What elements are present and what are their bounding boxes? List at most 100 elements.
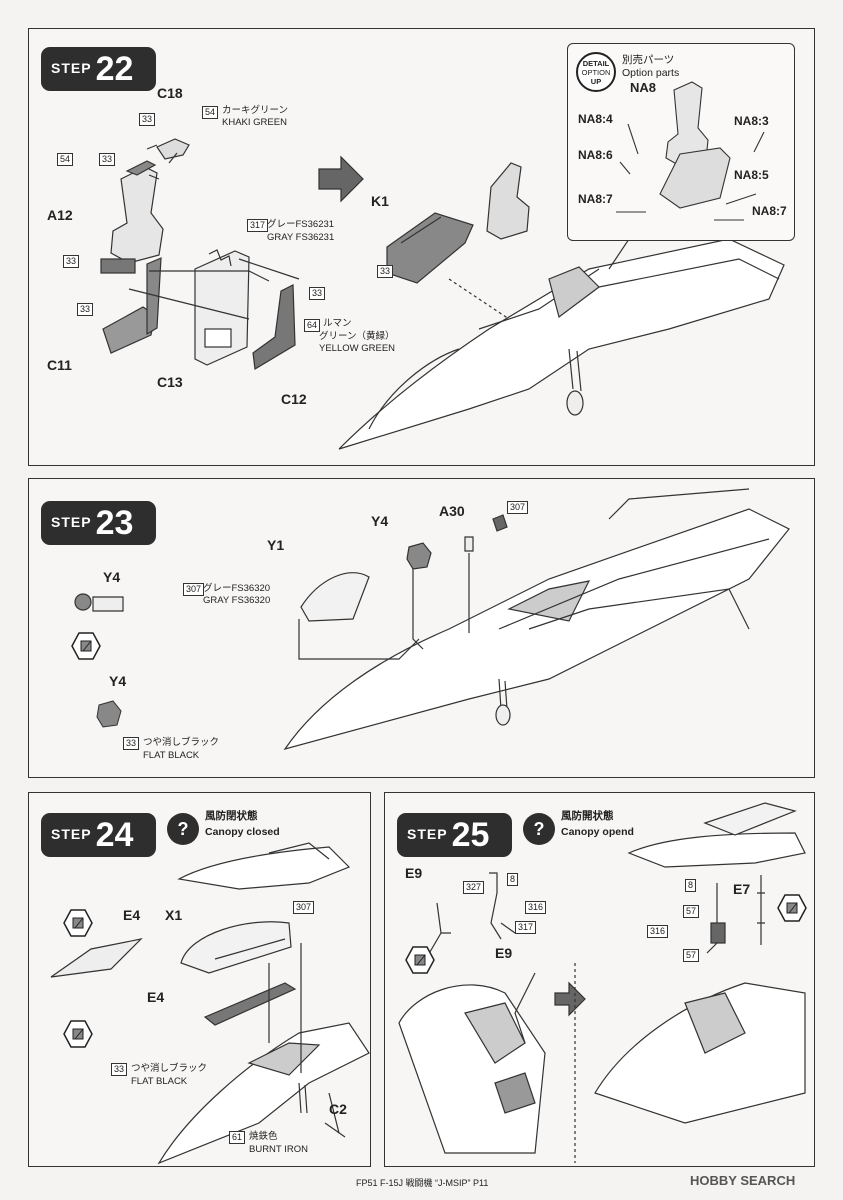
option-parts-inset: DETAIL OPTION UP 別売パーツ Option parts NA8 …	[567, 43, 795, 241]
part-number: 57	[683, 949, 700, 962]
part-number: 316	[647, 925, 669, 938]
detail-hex-icon	[71, 631, 101, 661]
step-23-badge: STEP 23	[41, 501, 156, 545]
part-label-x1: X1	[165, 907, 183, 923]
option-seat-illustration	[616, 81, 765, 221]
paint-khaki-en: KHAKI GREEN	[222, 117, 287, 128]
option-en: Option parts	[622, 67, 680, 79]
part-label-a30: A30	[439, 503, 465, 519]
part-label-y4: Y4	[371, 513, 389, 529]
page-footer: FP51 F-15J 戦闘機 “J-MSIP” P11	[356, 1178, 489, 1188]
paint-gray-en: GRAY FS36320	[203, 595, 271, 606]
part-number: 54	[57, 153, 74, 166]
detail-text: DETAIL	[582, 59, 610, 68]
y4-part-small	[96, 700, 122, 728]
paint-black-jp: つや消しブラック	[143, 737, 220, 748]
canopy-note-en: Canopy opend	[561, 826, 634, 838]
part-number: 327	[463, 881, 485, 894]
question-note-icon: ?	[523, 813, 555, 845]
paint-black-en: FLAT BLACK	[131, 1076, 188, 1087]
paint-gray-en: GRAY FS36231	[267, 232, 335, 243]
option-label: NA8:5	[734, 168, 769, 182]
part-label-e4: E4	[147, 989, 165, 1005]
paint-number-black: 33	[123, 737, 140, 750]
option-label: NA8:4	[578, 112, 613, 126]
part-number: 307	[293, 901, 315, 914]
part-number: 33	[77, 303, 94, 316]
step-22-badge: STEP 22	[41, 47, 156, 91]
paint-iron-en: BURNT IRON	[249, 1144, 308, 1155]
option-part-na8: NA8	[630, 80, 657, 95]
part-number: 316	[525, 901, 547, 914]
paint-number-gray: 307	[183, 583, 205, 596]
step-25-badge: STEP 25	[397, 813, 512, 857]
part-label-y4: Y4	[103, 569, 121, 585]
detail-hex-icon	[63, 908, 93, 938]
part-number: 33	[377, 265, 394, 278]
part-number: 57	[683, 905, 700, 918]
paint-yellow-jp1: ルマン	[323, 318, 352, 329]
step-word: STEP	[51, 826, 92, 842]
question-note-icon: ?	[167, 813, 199, 845]
part-number: 8	[685, 879, 697, 892]
option-label: NA8:7	[752, 204, 787, 218]
paint-khaki-jp: カーキグリーン	[222, 105, 289, 116]
step-word: STEP	[51, 60, 92, 76]
paint-number-iron: 61	[229, 1131, 246, 1144]
part-label-e4: E4	[123, 907, 141, 923]
step-number: 24	[95, 816, 134, 854]
step-word: STEP	[51, 514, 92, 530]
canopy-note-jp: 風防開状態	[561, 810, 614, 822]
paint-number-yellow: 64	[304, 319, 321, 332]
step-number: 23	[95, 504, 134, 542]
step-23-panel: STEP 23	[28, 478, 815, 778]
paint-yellow-en: YELLOW GREEN	[319, 343, 396, 354]
part-number: 317	[515, 921, 537, 934]
part-number: 33	[139, 113, 156, 126]
part-label-c2: C2	[329, 1101, 347, 1117]
option-label: NA8:3	[734, 114, 769, 128]
detail-hex-icon	[405, 945, 435, 975]
part-label-a12: A12	[47, 207, 73, 223]
part-label-c12: C12	[281, 391, 307, 407]
up-text: UP	[590, 77, 602, 86]
paint-iron-jp: 焼鉄色	[249, 1131, 278, 1142]
detail-hex-icon	[777, 893, 807, 923]
part-number: 8	[507, 873, 519, 886]
paint-number-khaki: 54	[202, 106, 219, 119]
paint-number-black: 33	[111, 1063, 128, 1076]
step-word: STEP	[407, 826, 448, 842]
paint-gray-jp: グレーFS36231	[267, 219, 335, 230]
canopy-note-jp: 風防閉状態	[205, 810, 258, 822]
step-25-panel: STEP 25 ? 風防開状態 Canopy opend	[384, 792, 815, 1167]
step-22-illustration	[100, 138, 785, 450]
part-label-c11: C11	[47, 357, 72, 373]
paint-black-jp: つや消しブラック	[131, 1063, 208, 1074]
part-label-e9: E9	[495, 945, 513, 961]
option-label: NA8:7	[578, 192, 613, 206]
hobby-search-watermark: HOBBY SEARCH	[690, 1173, 796, 1188]
step-25-illustration	[398, 802, 806, 1163]
part-label-c13: C13	[157, 374, 183, 390]
paint-gray-jp: グレーFS36320	[203, 583, 271, 594]
detail-hex-icon	[63, 1019, 93, 1049]
step-23-illustration	[74, 488, 790, 751]
paint-black-en: FLAT BLACK	[143, 750, 200, 761]
paint-yellow-jp2: グリーン（黄緑）	[319, 331, 395, 342]
paint-number-gray: 317	[247, 219, 269, 232]
part-label-c18: C18	[157, 85, 183, 101]
part-label-e9: E9	[405, 865, 423, 881]
option-text: OPTION	[581, 68, 611, 77]
option-label: NA8:6	[578, 148, 613, 162]
option-jp: 別売パーツ	[622, 54, 675, 66]
step-22-panel: STEP 22	[28, 28, 815, 466]
part-number: 33	[99, 153, 116, 166]
step-number: 25	[451, 816, 490, 854]
step-number: 22	[95, 50, 134, 88]
detail-up-icon: DETAIL OPTION UP	[576, 52, 616, 92]
part-number: 33	[309, 287, 326, 300]
step-24-panel: STEP 24 ? 風防閉状態 Canopy closed	[28, 792, 371, 1167]
step-24-illustration	[50, 842, 370, 1165]
part-number: 307	[507, 501, 529, 514]
part-label-y1: Y1	[267, 537, 285, 553]
